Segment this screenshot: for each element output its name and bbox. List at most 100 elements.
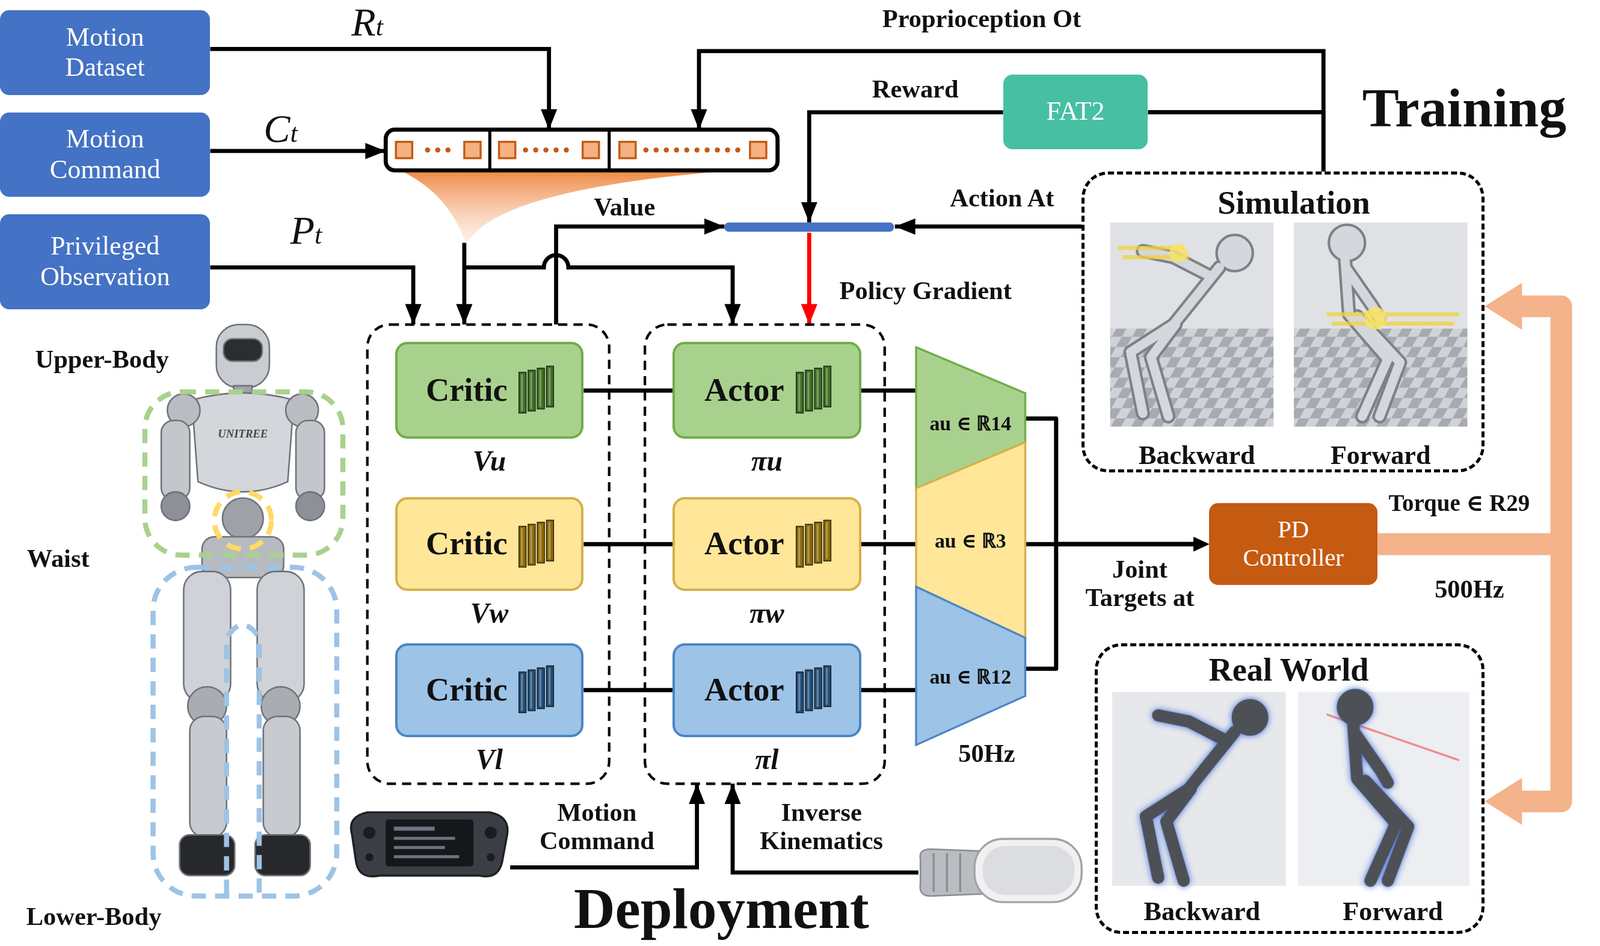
- real-world-image: [1145, 694, 1409, 881]
- network-icon: [805, 669, 813, 711]
- symbol-label: πw: [749, 597, 785, 629]
- token-encoder: [435, 147, 441, 153]
- symbol-label: Vu: [472, 445, 506, 477]
- signal-wire: [510, 783, 697, 867]
- token-encoder: [532, 147, 538, 153]
- connector: [861, 387, 917, 393]
- box-label: PD Controller: [1230, 515, 1357, 573]
- token-encoder: [464, 141, 481, 159]
- network-icon: [520, 673, 523, 711]
- robot-illustration: [161, 491, 191, 520]
- token-encoder: [488, 129, 492, 171]
- robot-illustration: [216, 324, 270, 388]
- real-world-image: [1298, 691, 1470, 886]
- token-encoder: [607, 129, 611, 171]
- network-icon: [825, 521, 828, 559]
- robot-illustration: [223, 338, 263, 361]
- real-world-image: [1112, 691, 1286, 886]
- network-icon: [814, 368, 822, 410]
- box-label: Motion Dataset: [28, 22, 182, 84]
- image-caption: Forward: [1342, 896, 1444, 927]
- signal-wire: [556, 226, 725, 325]
- input-box: Motion Dataset: [0, 10, 210, 96]
- gamepad-icon: [363, 826, 376, 839]
- network-icon: [805, 523, 813, 565]
- actor-box: Actorπu: [672, 341, 862, 439]
- symbol-label: Vl: [475, 742, 503, 775]
- connector: [1025, 418, 1210, 552]
- robot-illustration: [295, 491, 325, 520]
- simulation-image: [1293, 222, 1468, 427]
- connector: [1025, 536, 1210, 669]
- network-icon: [529, 372, 532, 410]
- network-icon: [548, 368, 551, 405]
- connector: [861, 389, 917, 391]
- token-encoder: [673, 147, 679, 153]
- signal-wire: [464, 255, 733, 325]
- box-label: FAT2: [1046, 96, 1105, 127]
- signal-wire: [732, 783, 919, 873]
- torque-arrow: [1377, 282, 1561, 544]
- real-world-image: [1112, 691, 1470, 886]
- arrow-head: [1193, 536, 1210, 551]
- network-icon: [546, 519, 554, 561]
- network-icon: [518, 525, 526, 567]
- simulation-image: [1169, 243, 1188, 263]
- edge-label: Joint Targets at: [1078, 555, 1202, 612]
- network-icon: [798, 374, 800, 411]
- real-world-image: [1343, 694, 1409, 881]
- connector: [1025, 418, 1196, 545]
- connector: [583, 543, 673, 545]
- section-title: Deployment: [573, 879, 870, 937]
- gamepad-icon: [385, 819, 474, 867]
- signal-wire: [895, 224, 1082, 229]
- network-icon: [537, 521, 545, 563]
- vr-headset-icon: [959, 852, 962, 892]
- network-icon: [517, 363, 559, 417]
- input-label: Inverse Kinematics: [747, 798, 896, 855]
- network-icon: [816, 669, 819, 707]
- robot-illustration: [255, 834, 311, 876]
- network-icon: [537, 368, 545, 410]
- gamepad-icon: [486, 852, 496, 862]
- network-icon: [796, 525, 804, 567]
- arrow-head: [1193, 536, 1210, 551]
- group-frame: [367, 324, 885, 784]
- network-icon: [548, 667, 551, 705]
- symbol-label: πl: [754, 742, 779, 775]
- controller-box: PD Controller: [1209, 502, 1378, 585]
- token-encoder: [714, 147, 720, 153]
- token-encoder: [653, 147, 659, 153]
- connector: [583, 387, 673, 393]
- policy-gradient-arrow: [807, 232, 812, 325]
- network-icon: [816, 523, 819, 561]
- token-encoder: [522, 147, 528, 153]
- network-icon: [528, 370, 536, 412]
- network-icon: [814, 521, 822, 563]
- robot-illustration: [257, 571, 305, 702]
- network-icon: [796, 671, 804, 713]
- connector: [1147, 112, 1324, 172]
- vr-headset-icon: [946, 852, 948, 892]
- body-region-outline: [152, 567, 337, 896]
- token-encoder: [619, 141, 636, 159]
- image-caption: Forward: [1330, 440, 1431, 470]
- signal-label: Reward: [872, 74, 959, 103]
- robot-illustration: [263, 715, 301, 837]
- token-encoder: [385, 129, 778, 245]
- token-encoder: [445, 147, 450, 153]
- token-encoder: [704, 147, 710, 153]
- network-icon: [798, 673, 800, 711]
- image-caption: Backward: [1144, 896, 1261, 927]
- signal-label: Rt: [351, 0, 384, 45]
- section-title: Training: [1362, 80, 1567, 136]
- signal-wire: [209, 149, 386, 154]
- network-icon: [538, 669, 541, 707]
- input-label: Motion Command: [525, 798, 669, 855]
- network-icon: [538, 370, 541, 408]
- network-icon: [825, 667, 828, 705]
- actor-box: Actorπw: [672, 496, 862, 591]
- torque-arrow: [1377, 543, 1561, 802]
- body-region-outline: [214, 491, 272, 549]
